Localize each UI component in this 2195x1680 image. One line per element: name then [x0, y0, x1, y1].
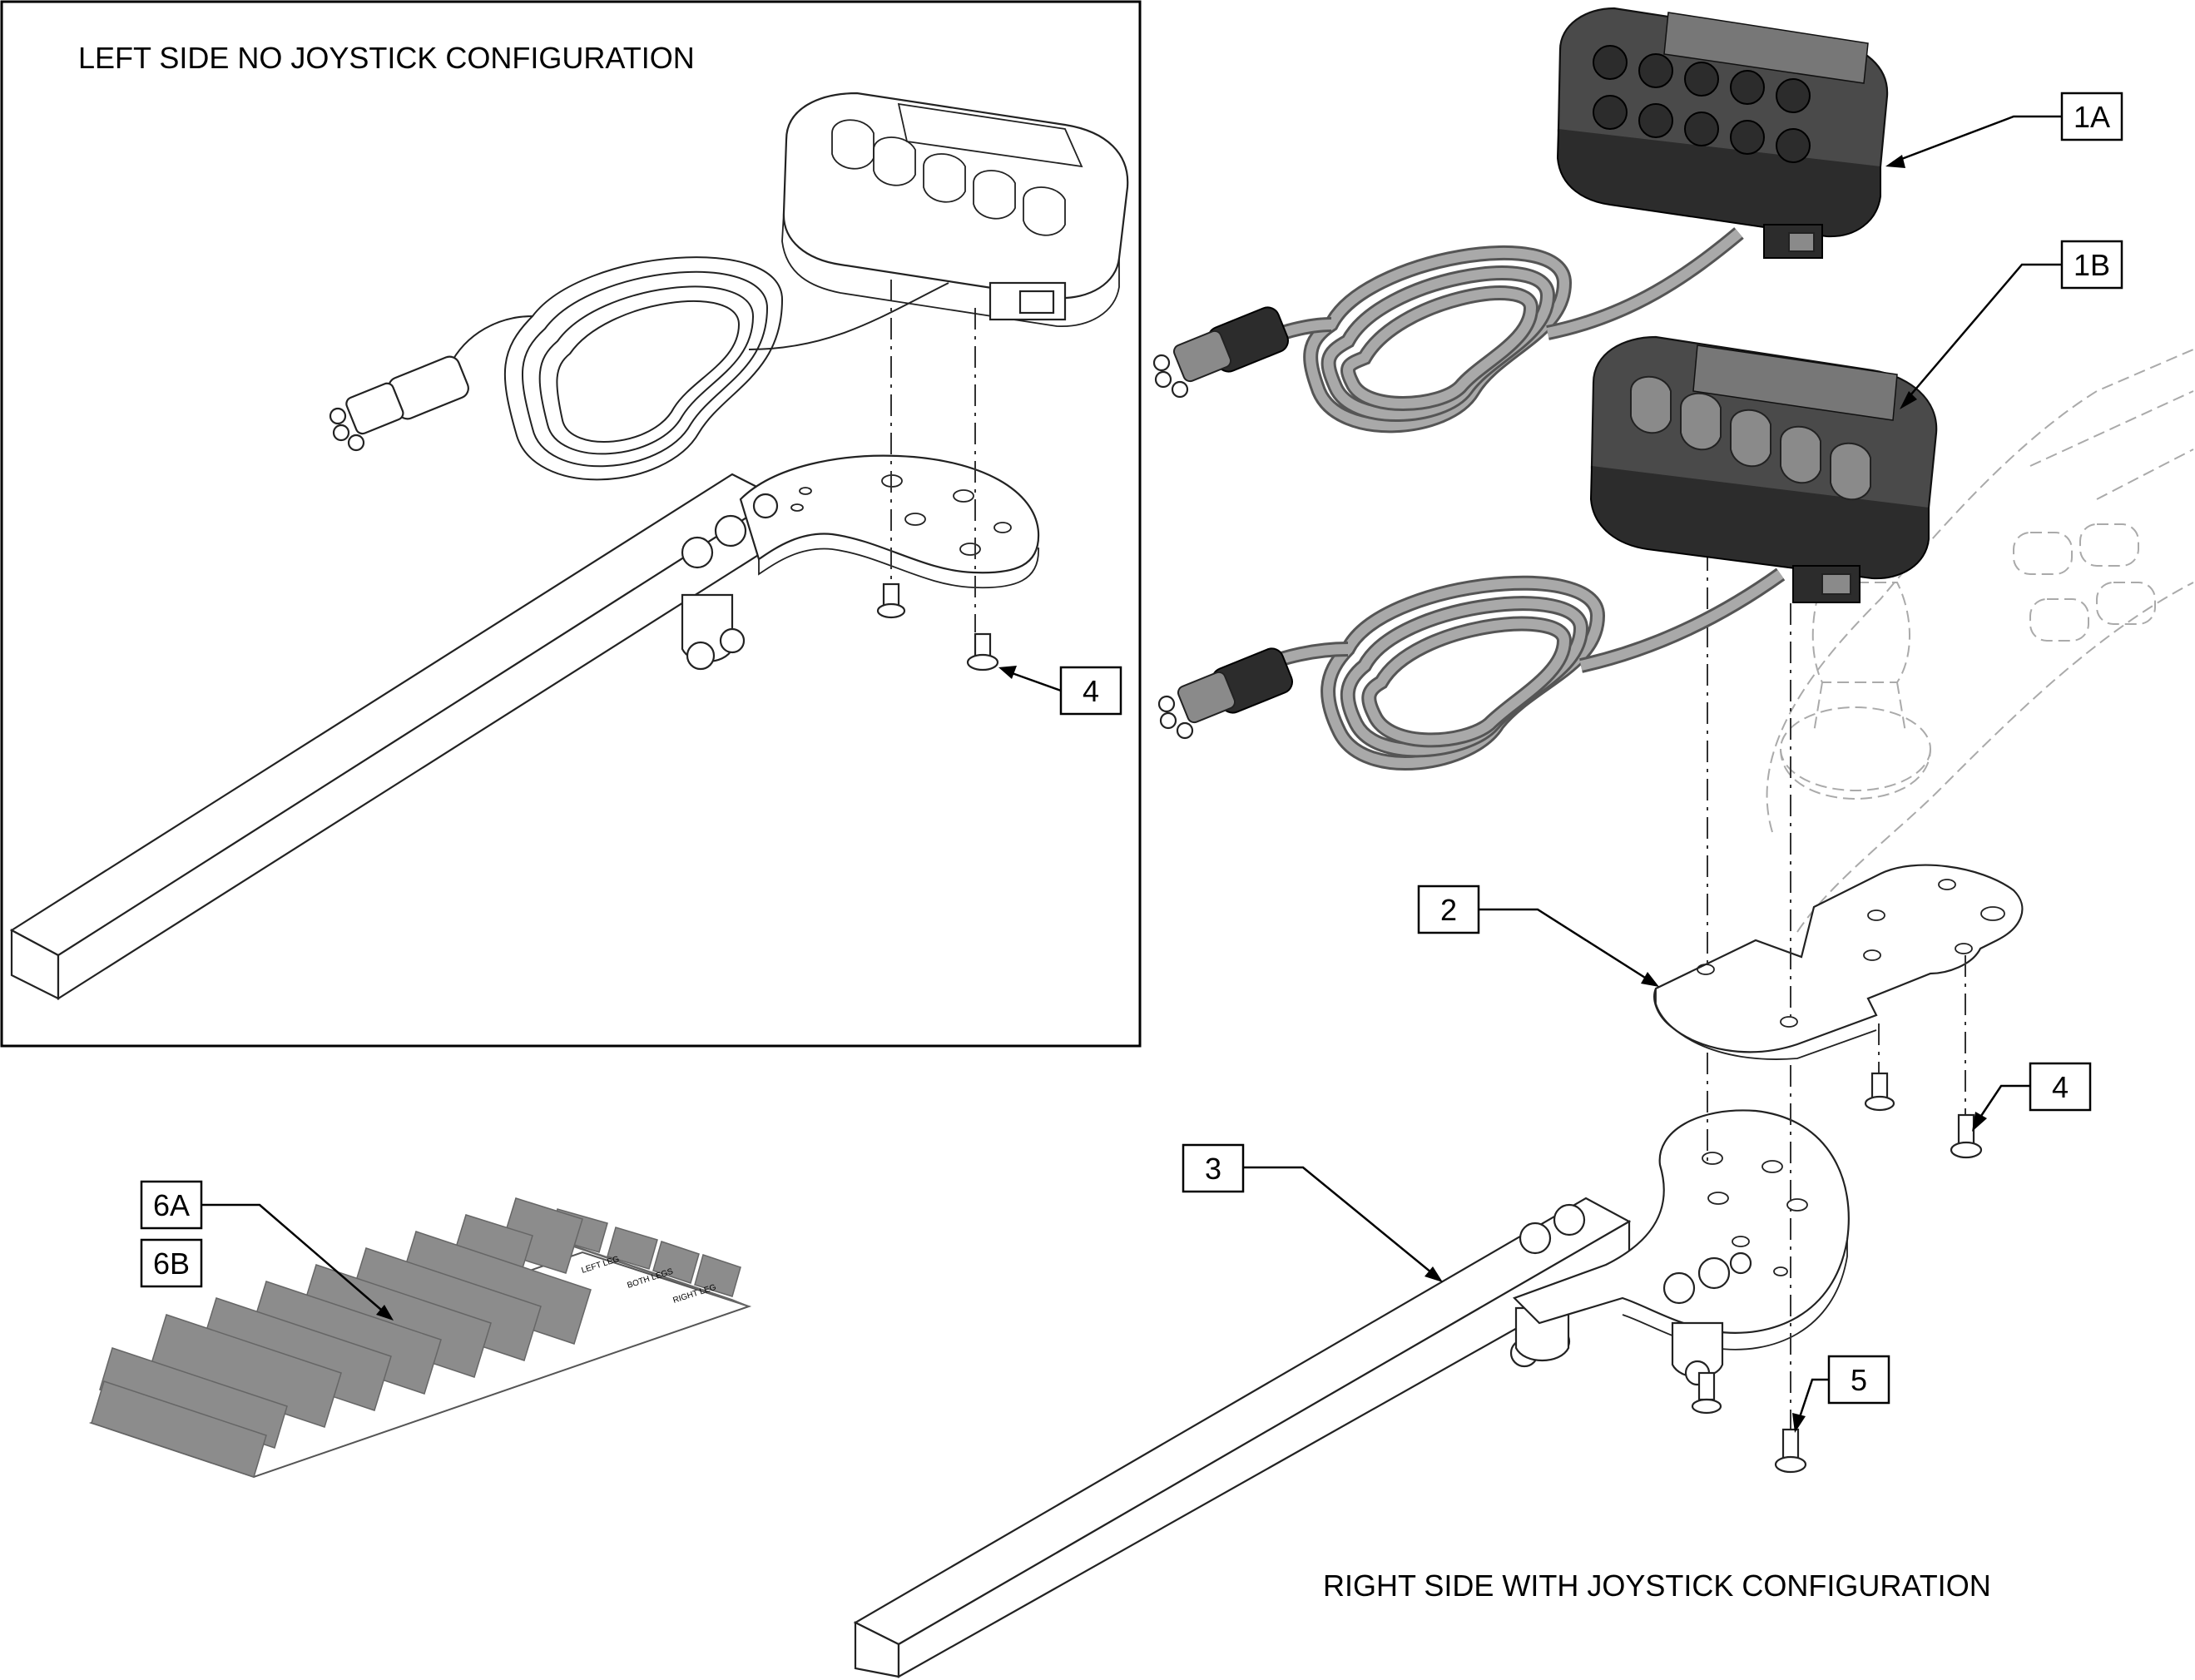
- svg-text:6A: 6A: [153, 1188, 190, 1222]
- switch-box-1a-buttons: [1593, 45, 1811, 163]
- svg-text:1B: 1B: [2074, 248, 2110, 282]
- switch-box-1a: [1556, 7, 1889, 259]
- left-cable-coil: [329, 256, 949, 481]
- left-config-caption: LEFT SIDE NO JOYSTICK CONFIGURATION: [78, 41, 695, 75]
- svg-text:2: 2: [1440, 893, 1457, 927]
- svg-text:1A: 1A: [2074, 100, 2110, 134]
- callout-3: 3: [1182, 1143, 1443, 1282]
- cable-1b: [1157, 567, 1786, 771]
- callout-1a: 1A: [1885, 92, 2123, 168]
- callout-4-right: 4: [1972, 1062, 2092, 1132]
- right-config-caption: RIGHT SIDE WITH JOYSTICK CONFIGURATION: [1323, 1568, 1991, 1603]
- svg-text:3: 3: [1205, 1152, 1221, 1186]
- cable-1a: [1152, 227, 1744, 434]
- right-assembly-lines: [1707, 549, 1966, 1448]
- left-switch-box: [781, 92, 1129, 327]
- callout-5: 5: [1792, 1355, 1890, 1433]
- svg-text:4: 4: [1083, 674, 1099, 708]
- callout-6a: 6A: [140, 1180, 394, 1321]
- right-adapter-plate: [1653, 864, 2024, 1060]
- switch-box-1b-rockers: [1630, 375, 1871, 501]
- left-screws: [876, 241, 999, 672]
- callout-1b: 1B: [1900, 240, 2123, 409]
- callout-4-left: 4: [998, 666, 1122, 716]
- decal-sheet: LEFT LEG BOTH LEGS RIGHT LEG: [88, 1197, 752, 1479]
- callout-6b: 6B: [140, 1238, 203, 1288]
- switch-box-1b: [1589, 335, 1938, 603]
- right-arm-bar: [853, 1197, 1632, 1678]
- ghost-joystick-controller: [1766, 349, 2194, 933]
- right-screws: [1691, 1072, 1983, 1474]
- left-inset: LEFT SIDE NO JOYSTICK CONFIGURATION: [0, 0, 1142, 1048]
- svg-text:4: 4: [2052, 1070, 2069, 1104]
- right-lower-plate: [1513, 1109, 1850, 1386]
- callout-2: 2: [1417, 885, 1659, 987]
- svg-text:6B: 6B: [153, 1246, 190, 1281]
- svg-text:5: 5: [1851, 1363, 1867, 1397]
- left-mount-plate: [681, 454, 1040, 671]
